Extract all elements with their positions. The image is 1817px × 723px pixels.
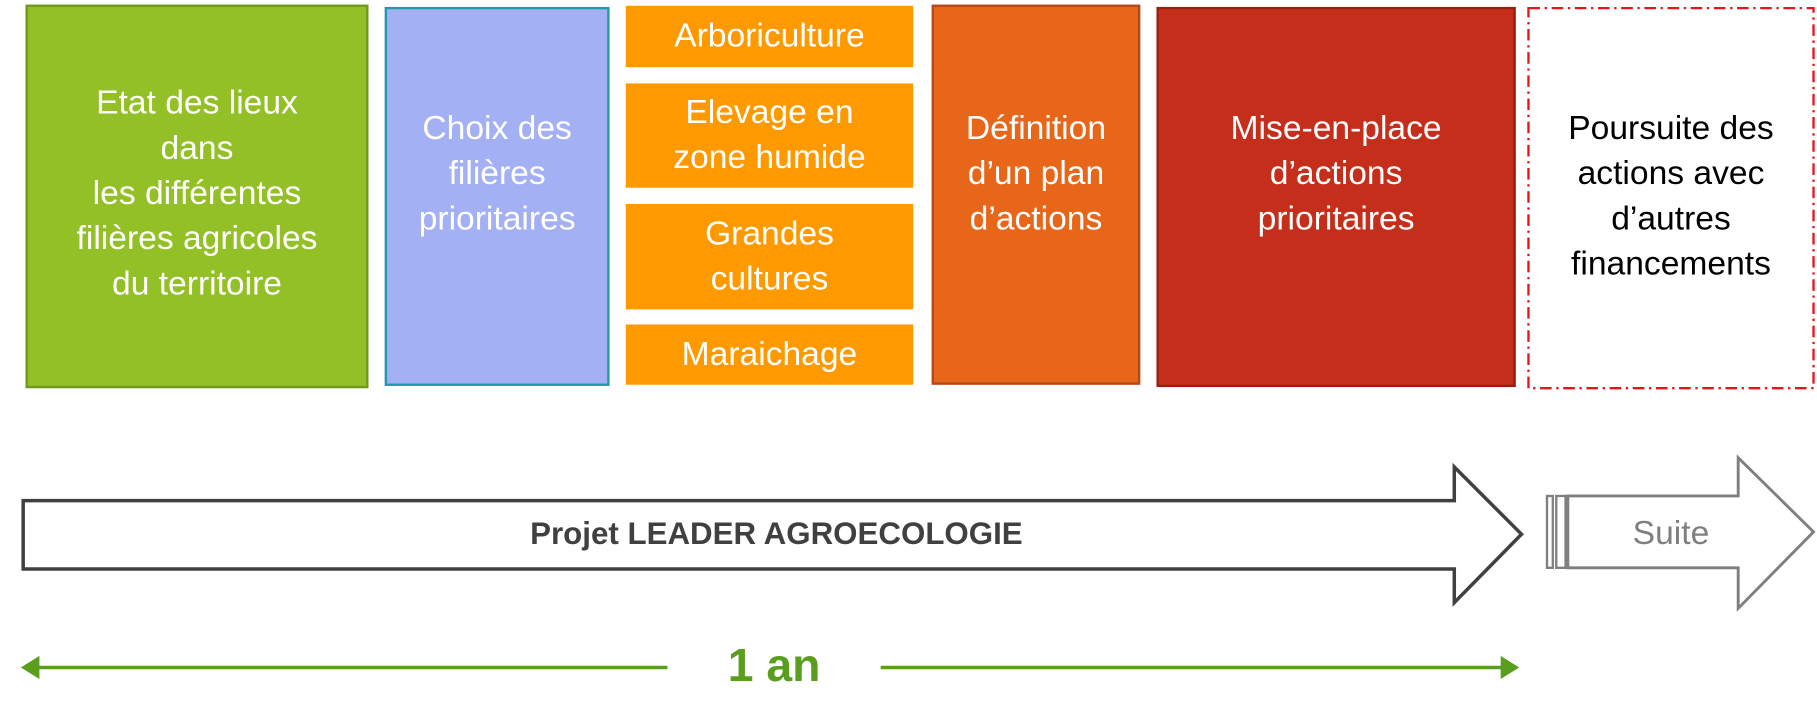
step-text: actions avec: [1577, 155, 1765, 193]
filiere-text: Elevage en: [685, 93, 854, 131]
step-text: du territoire: [112, 265, 282, 303]
step-text: prioritaires: [1257, 200, 1415, 238]
step-text: d’actions: [1269, 155, 1403, 193]
duration-arrowhead-left: [20, 655, 40, 680]
step-text: d’autres: [1611, 200, 1731, 238]
step-mise-en-place: Mise-en-place d’actions prioritaires: [1156, 6, 1516, 388]
duration-arrowhead-right: [1500, 655, 1520, 680]
suite-label: Suite: [1632, 515, 1710, 553]
step-text: financements: [1571, 245, 1771, 283]
poursuite-dashed-border: [1527, 6, 1815, 390]
filiere-text: zone humide: [673, 139, 866, 177]
filiere-elevage: Elevage en zone humide: [625, 83, 914, 188]
filiere-text: Grandes: [704, 214, 834, 253]
step-choix-filieres: Choix des filières prioritaires: [384, 6, 610, 386]
duration-label: 1 an: [727, 640, 821, 692]
step-text: Poursuite des: [1568, 110, 1774, 148]
step-text: d’un plan: [967, 155, 1105, 193]
step-text: dans: [160, 129, 234, 167]
step-text: d’actions: [969, 200, 1103, 238]
filiere-maraichage: Maraichage: [625, 324, 914, 385]
filiere-text: Arboriculture: [674, 17, 865, 55]
filiere-text: cultures: [710, 260, 829, 298]
step-text: Choix des: [422, 110, 572, 148]
step-text: Définition: [965, 110, 1107, 148]
step-poursuite: Poursuite des actions avec d’autres fina…: [1527, 7, 1814, 389]
filiere-grandes-cultures: Grandes cultures: [625, 203, 914, 310]
project-arrow: [21, 462, 1524, 607]
suite-arrow-bar: [1545, 494, 1554, 569]
step-etat-des-lieux: Etat des lieux dans les différentes fili…: [25, 4, 369, 389]
step-text: prioritaires: [418, 200, 576, 238]
step-text: filières: [448, 155, 546, 193]
suite-arrow: [1566, 454, 1816, 612]
suite-arrow-bar: [1555, 494, 1567, 569]
step-text: les différentes: [92, 174, 302, 213]
step-text: Mise-en-place: [1230, 110, 1442, 148]
step-text: filières agricoles: [76, 220, 318, 258]
filiere-text: Maraichage: [681, 335, 858, 373]
step-definition-plan: Définition d’un plan d’actions: [931, 4, 1141, 385]
filiere-arboriculture: Arboriculture: [625, 5, 914, 68]
step-text: Etat des lieux: [96, 84, 298, 122]
project-label: Projet LEADER AGROECOLOGIE: [530, 516, 1023, 552]
